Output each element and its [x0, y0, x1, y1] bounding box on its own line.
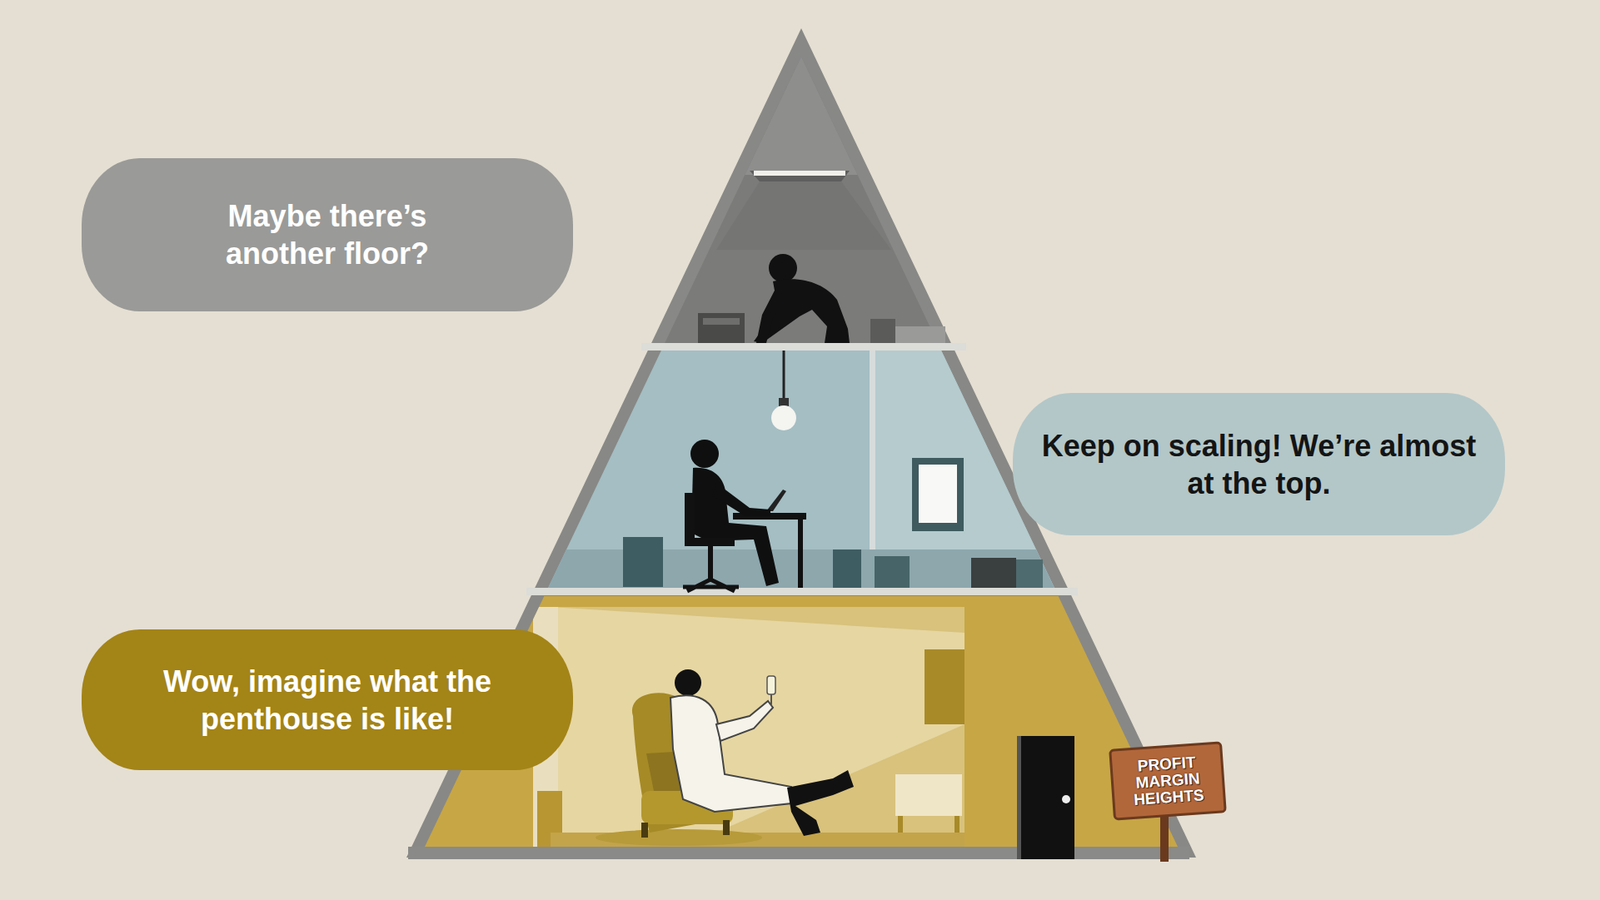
door: [1016, 736, 1075, 860]
bubble-text: Wow, imagine what the penthouse is like!: [119, 662, 536, 738]
office-objects: [623, 458, 1043, 589]
seated-person: [682, 439, 779, 592]
reclining-person: [670, 669, 854, 837]
speech-bubble: Maybe there’s another floor?: [81, 158, 574, 312]
lounge: [595, 692, 962, 847]
bubble-text: Maybe there’s another floor?: [177, 197, 478, 273]
kneeling-person: [753, 254, 850, 344]
speech-bubble: Keep on scaling! We’re almost at the top…: [1012, 393, 1506, 536]
bubble-text: Keep on scaling! We’re almost at the top…: [1034, 427, 1485, 503]
sign-text: PROFIT MARGIN HEIGHTS: [1114, 752, 1222, 810]
lightbulb: [771, 350, 797, 431]
signboard: PROFIT MARGIN HEIGHTS: [1108, 741, 1227, 821]
speech-bubble: Wow, imagine what the penthouse is like!: [81, 629, 574, 771]
